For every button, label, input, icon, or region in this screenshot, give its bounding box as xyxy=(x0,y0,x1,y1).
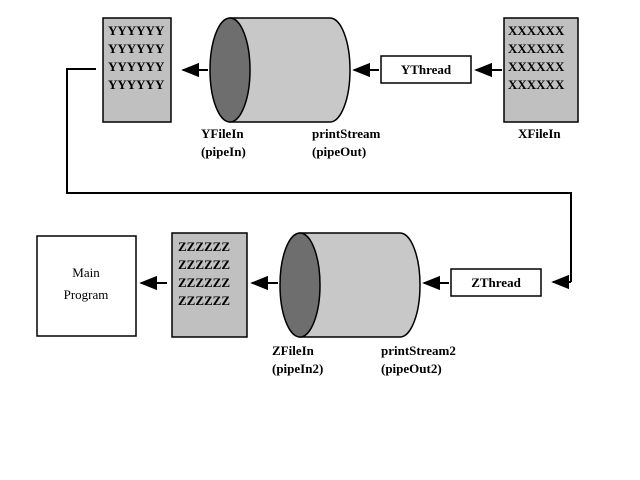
xfile-document: XXXXXX XXXXXX XXXXXX XXXXXX xyxy=(503,17,579,123)
xfile-label: XFileIn xyxy=(518,126,561,141)
pipe2-end-cap xyxy=(279,232,321,338)
yfile-document: YYYYYY YYYYYY YYYYYY YYYYYY xyxy=(102,17,172,123)
xfile-line-4: XXXXXX xyxy=(508,77,565,92)
main-program-box: Main Program xyxy=(36,235,137,337)
zfile-line-2: ZZZZZZ xyxy=(178,257,230,272)
pipe2-in-name: ZFileIn xyxy=(272,343,315,358)
main-program-line2: Program xyxy=(64,287,109,302)
yfile-line-1: YYYYYY xyxy=(108,23,165,38)
ythread-box: YThread xyxy=(380,55,472,84)
zfile-line-3: ZZZZZZ xyxy=(178,275,230,290)
pipe2-out-role: (pipeOut2) xyxy=(381,361,442,376)
pipe1-end-cap xyxy=(209,17,251,123)
zfile-line-4: ZZZZZZ xyxy=(178,293,230,308)
pipe2-in-role: (pipeIn2) xyxy=(272,361,323,376)
zthread-box: ZThread xyxy=(450,268,542,297)
xfile-line-3: XXXXXX xyxy=(508,59,565,74)
xfile-line-1: XXXXXX xyxy=(508,23,565,38)
pipe1-out-name: printStream xyxy=(312,126,381,141)
zthread-label: ZThread xyxy=(471,275,521,290)
zfile-document: ZZZZZZ ZZZZZZ ZZZZZZ ZZZZZZ xyxy=(171,232,248,338)
pipe1-cylinder xyxy=(209,17,351,123)
yfile-line-3: YYYYYY xyxy=(108,59,165,74)
pipe1-in-name: YFileIn xyxy=(201,126,244,141)
connector-yfile-to-zthread xyxy=(66,68,572,282)
yfile-line-4: YYYYYY xyxy=(108,77,165,92)
yfile-line-2: YYYYYY xyxy=(108,41,165,56)
pipe1-in-role: (pipeIn) xyxy=(201,144,246,159)
pipe1-out-role: (pipeOut) xyxy=(312,144,366,159)
pipe2-out-name: printStream2 xyxy=(381,343,456,358)
zfile-line-1: ZZZZZZ xyxy=(178,239,230,254)
xfile-line-2: XXXXXX xyxy=(508,41,565,56)
main-program-line1: Main xyxy=(72,265,100,280)
ythread-label: YThread xyxy=(401,62,452,77)
pipe2-cylinder xyxy=(279,232,421,338)
